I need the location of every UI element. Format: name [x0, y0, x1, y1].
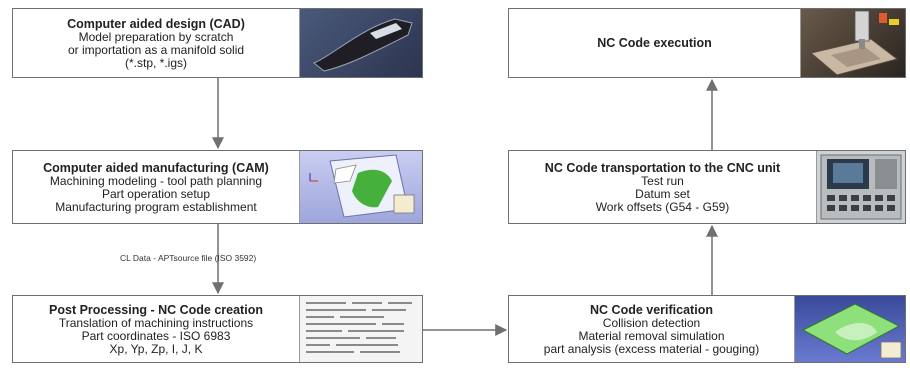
cad-line: (*.stp, *.igs) [124, 55, 187, 70]
exec-title: NC Code execution [597, 36, 712, 50]
transport-line: Datum set [635, 186, 690, 201]
transport-line: Work offsets (G54 - G59) [595, 199, 730, 214]
verification-box: NC Code verification Collision detection… [508, 295, 906, 363]
cam-line: Part operation setup [101, 186, 211, 201]
cad-model-image [299, 9, 422, 77]
cam-line: Machining modeling - tool path planning [49, 173, 263, 188]
cam-box: Computer aided manufacturing (CAM) Machi… [12, 150, 423, 224]
cl-data-label: CL Data - APTsource file (ISO 3592) [120, 253, 257, 263]
nc-code-listing-image [299, 296, 422, 362]
transport-title: NC Code transportation to the CNC unit [544, 160, 781, 175]
milling-machine-image [800, 9, 905, 77]
cnc-controller-image [816, 151, 905, 223]
cad-text: Computer aided design (CAD) Model prepar… [13, 9, 299, 77]
transport-line: Test run [641, 173, 684, 188]
exec-text: NC Code execution [509, 9, 800, 77]
verify-line: part analysis (excess material - gouging… [543, 341, 760, 356]
verify-line: Collision detection [602, 315, 701, 330]
verify-title: NC Code verification [590, 302, 713, 317]
cad-line: or importation as a manifold solid [67, 42, 245, 57]
cad-box: Computer aided design (CAD) Model prepar… [12, 8, 423, 78]
transportation-box: NC Code transportation to the CNC unit T… [508, 150, 906, 224]
cam-line: Manufacturing program establishment [55, 199, 257, 214]
cam-toolpath-image [299, 151, 422, 223]
post-title: Post Processing - NC Code creation [49, 302, 263, 317]
simulation-image [794, 296, 905, 362]
verify-line: Material removal simulation [578, 328, 725, 343]
cad-title: Computer aided design (CAD) [67, 16, 245, 31]
post-text: Post Processing - NC Code creation Trans… [13, 296, 299, 362]
cam-title: Computer aided manufacturing (CAM) [43, 160, 269, 175]
post-processing-box: Post Processing - NC Code creation Trans… [12, 295, 423, 363]
post-line: Translation of machining instructions [58, 315, 254, 330]
cam-text: Computer aided manufacturing (CAM) Machi… [13, 151, 299, 223]
cad-line: Model preparation by scratch [78, 29, 234, 44]
post-line: Xp, Yp, Zp, I, J, K [109, 341, 203, 356]
execution-box: NC Code execution [508, 8, 906, 78]
verify-text: NC Code verification Collision detection… [509, 296, 794, 362]
post-line: Part coordinates - ISO 6983 [81, 328, 231, 343]
transport-text: NC Code transportation to the CNC unit T… [509, 151, 816, 223]
